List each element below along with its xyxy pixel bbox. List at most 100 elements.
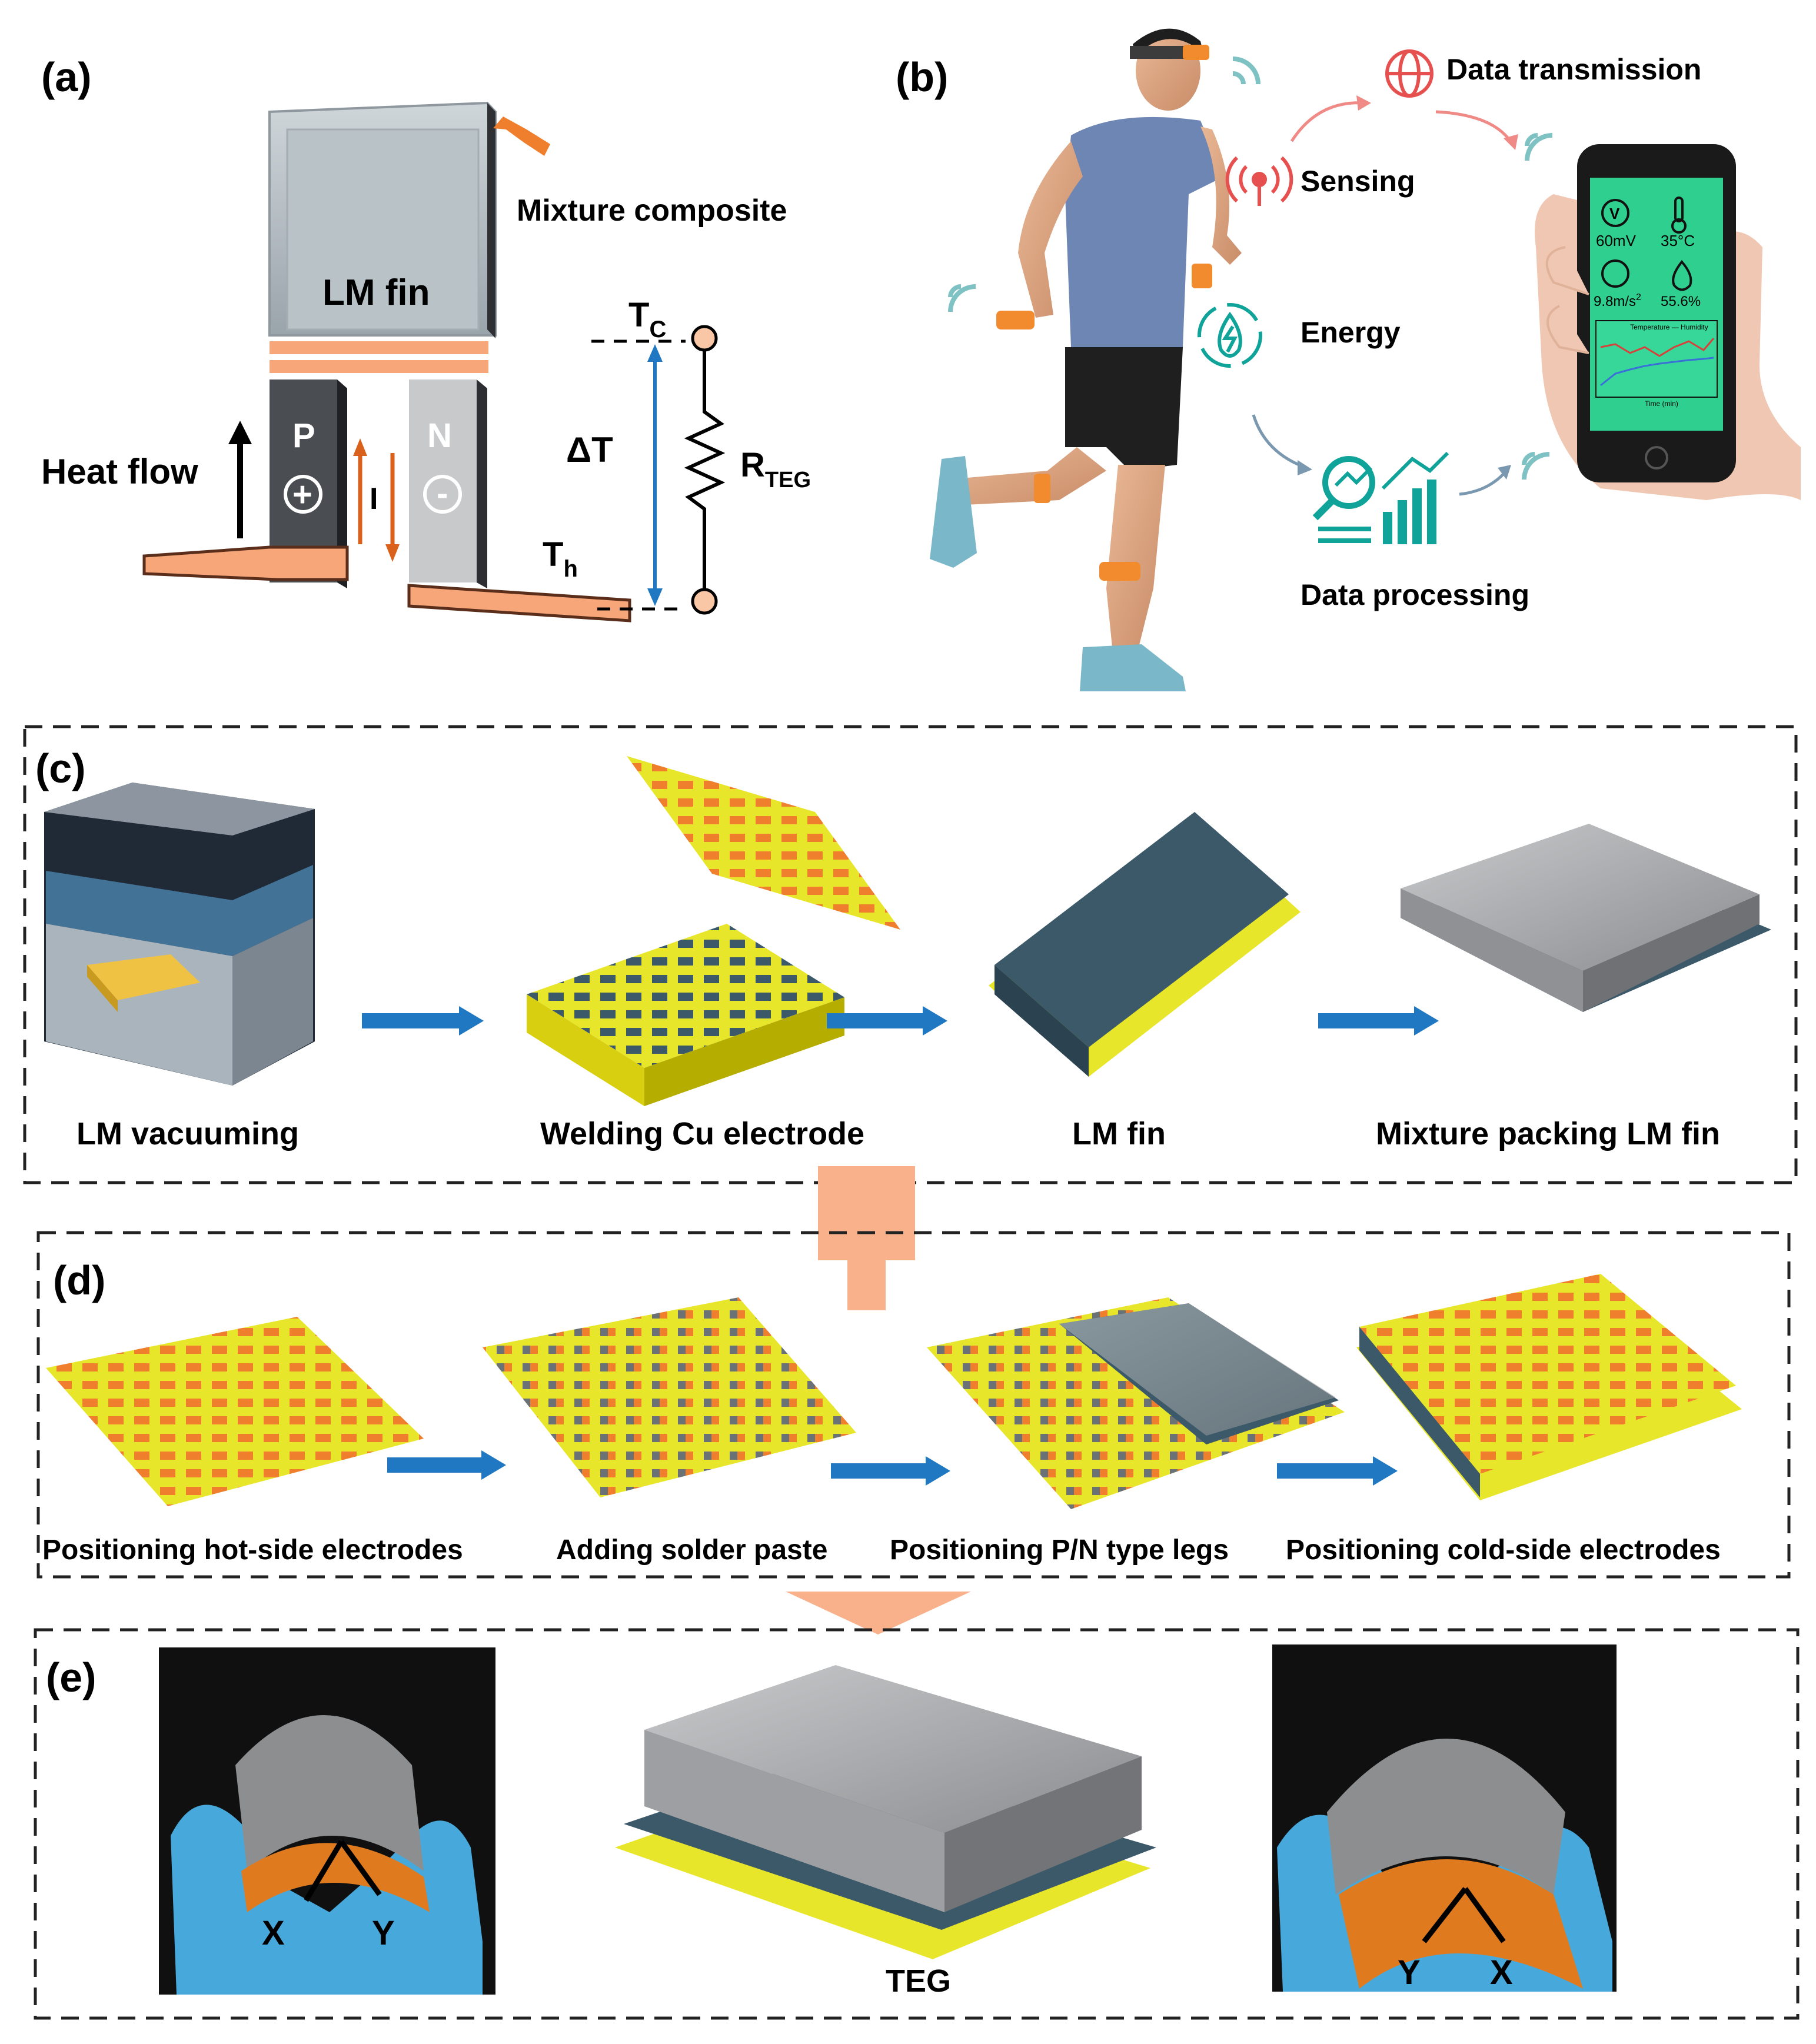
voltage-readout: 60mV [1596,232,1637,249]
bent-teg-photo-left: X Y [159,1647,495,1995]
step-arrow-c2-head [923,1006,947,1036]
step-arrow-d1-head [481,1450,506,1480]
terminal-top [691,325,718,352]
y-axis-arrow-left [339,1840,382,1896]
minus-circle [423,475,462,514]
flow-arrow-transmission-phone [1435,110,1514,145]
energy-icon [1198,303,1262,368]
down-connector [786,1592,971,1634]
teg-circuit: TC ΔT RTEG [566,296,811,615]
x-axis-label-right: X [1490,1953,1513,1992]
lm-fin-label: LM fin [322,272,430,313]
flow-arrow-processing-phone [1459,470,1508,496]
y-axis-label-left: Y [372,1914,395,1952]
n-type-leg: N - [409,379,487,588]
current-up-arrowhead [353,438,367,456]
globe-icon [1385,49,1433,98]
top-electrode-sheet [627,756,900,930]
flow-arrow-energy-processing [1252,414,1307,470]
panel-d-tag: (d) [53,1257,105,1303]
panel-b-tag: (b) [896,54,948,100]
cold-side-electrodes-module [1356,1274,1742,1500]
th-label: Th [543,535,578,582]
mini-chart-xlabel: Time (min) [1645,400,1678,408]
panel-e-border [34,1628,1800,2020]
smartphone: V 60mV 35°C 9.8m/s2 55.6% Temperature — … [1535,144,1801,500]
electrode-block-top [527,924,844,1068]
n-label: N [427,417,452,455]
mini-chart-blue-line [1600,357,1714,387]
step-d2-label: Adding solder paste [556,1534,827,1566]
wrist-sensor-left [996,311,1035,329]
submerged-grid [87,954,200,1000]
panel-c-tag: (c) [35,745,86,791]
step-c1-label: LM vacuuming [77,1116,299,1151]
hot-electrode-right [407,584,631,622]
panel-d-border [36,1231,1791,1579]
plus-sign: + [292,475,312,514]
flow-arrowhead-4 [1498,465,1511,480]
home-button [1645,446,1668,470]
lm-fin-array [989,812,1301,1077]
packed-fin-module [1401,824,1771,1012]
wireless-icons [948,56,1553,480]
mini-chart-legend: Temperature — Humidity [1630,323,1708,331]
current-label: I [370,482,378,516]
panel-e-tag: (e) [46,1654,97,1700]
step-d1-label: Positioning hot-side electrodes [42,1534,463,1566]
sensing-label: Sensing [1301,165,1415,198]
wifi-icon-head [1232,71,1246,85]
hand-fingers [1545,246,1589,354]
wifi-icon-phone-top [1525,133,1538,147]
submerged-grid-side [87,965,118,1012]
solder-paste-grid [483,1297,856,1497]
plus-connector [818,1166,915,1310]
thermometer-icon [1674,197,1684,222]
tc-label: TC [628,296,666,342]
head-sensor [1183,45,1209,60]
x-axis-arrow-left [304,1840,344,1902]
flow-arrowhead-3 [1298,460,1312,475]
current-down-arrowhead [385,544,400,562]
accel-readout: 9.8m/s2 [1594,292,1641,309]
pn-legs-partial [927,1297,1345,1509]
energy-label: Energy [1301,316,1401,349]
step-c4-label: Mixture packing LM fin [1376,1116,1720,1151]
wrist-sensor-right [1192,264,1212,288]
data-transmission-label: Data transmission [1446,53,1701,86]
bent-teg-photo-right: Y X [1272,1644,1617,1992]
minus-sign: - [437,474,448,512]
thermometer-bulb [1671,218,1687,234]
resistor [684,350,726,590]
step-arrow-d3-head [1373,1456,1398,1486]
panel-c: (c) [23,725,1798,1184]
heat-flow-label: Heat flow [41,452,198,491]
temperature-readout: 35°C [1661,232,1695,249]
y-axis-label-right: Y [1398,1953,1421,1992]
vacuum-chamber [44,783,315,1086]
step-arrow-c3-head [1414,1006,1439,1036]
flow-arrowhead-2 [1504,134,1518,150]
shoe-left [930,456,977,568]
voltage-icon-letter: V [1609,205,1620,222]
mini-chart-red-line [1600,338,1715,357]
flow-arrow-sensing-transmission [1290,101,1366,142]
delta-t-label: ΔT [566,430,613,470]
lm-fin-block: LM fin [268,101,497,373]
panel-a-tag: (a) [41,54,92,100]
delta-t-arrowhead-bottom [647,588,663,606]
step-c3-label: LM fin [1072,1116,1166,1151]
composite-pointer-arrow [493,116,550,156]
x-axis-arrow-right [1463,1887,1506,1943]
mixture-composite-label: Mixture composite [517,194,787,228]
rteg-label: RTEG [740,446,811,492]
voltage-icon [1601,199,1629,227]
panel-d: (d) Positioning hot-side electrodes Addi… [36,1231,1791,1579]
runner-shorts [1065,347,1183,471]
hot-electrode-left [142,545,349,581]
wifi-icon-arm [948,284,962,298]
flow-arrowhead-1 [1356,95,1371,111]
x-axis-label-left: X [262,1914,285,1952]
delta-t-arrowhead-top [647,344,663,362]
panel-e: (e) X Y TEG Y [34,1628,1800,2020]
